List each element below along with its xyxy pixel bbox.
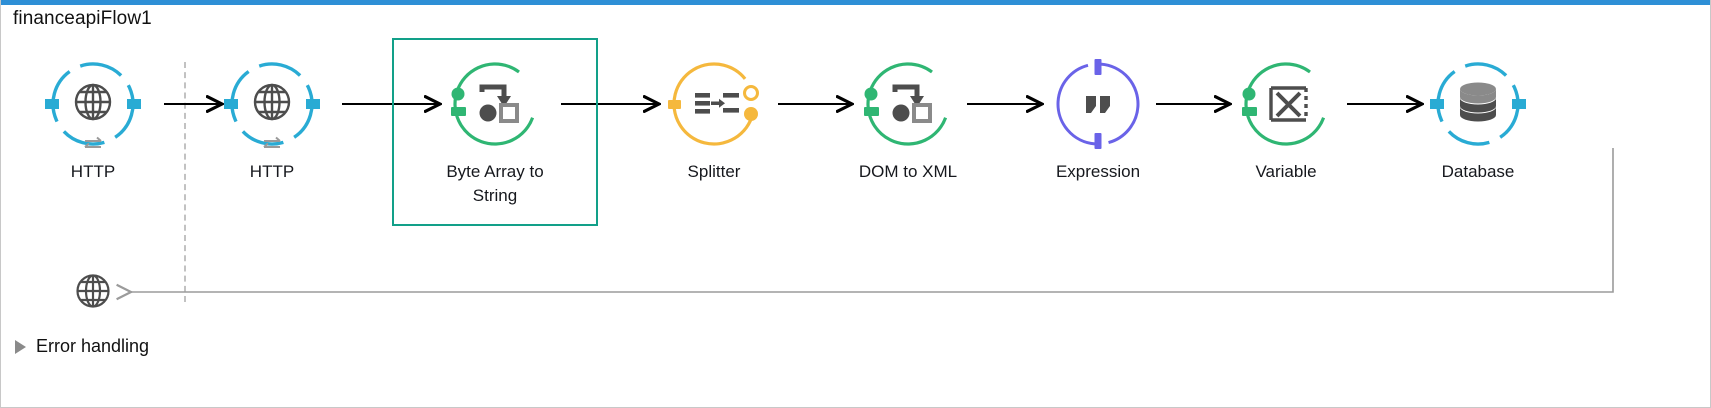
output-port xyxy=(306,99,320,109)
exchange-arrows-icon xyxy=(263,136,281,148)
input-port-secondary xyxy=(1242,107,1257,116)
input-port xyxy=(1430,99,1444,109)
http-source-ring xyxy=(45,62,141,148)
flow-title: financeapiFlow1 xyxy=(13,8,152,29)
dom-to-xml-ring xyxy=(864,62,950,146)
window-accent-bar xyxy=(1,0,1710,5)
node-label: Splitter xyxy=(687,162,741,181)
return-globe-icon[interactable] xyxy=(73,271,113,311)
exchange-arrows-icon xyxy=(84,136,102,148)
database-ring xyxy=(1430,62,1526,146)
variable-ring xyxy=(1242,62,1328,146)
node-variable[interactable]: Variable xyxy=(1211,56,1361,184)
node-label: HTTP xyxy=(70,162,116,181)
input-port xyxy=(1094,59,1102,75)
output-port-secondary xyxy=(743,85,759,101)
quotes-icon xyxy=(1086,96,1110,113)
node-label: Database xyxy=(1441,162,1515,181)
selected-node-outline[interactable] xyxy=(392,38,598,226)
output-port-primary xyxy=(744,107,758,121)
output-port xyxy=(127,99,141,109)
node-http-source[interactable]: HTTP xyxy=(18,56,168,184)
node-label: HTTP xyxy=(249,162,295,181)
input-port-secondary xyxy=(864,107,879,116)
globe-icon xyxy=(74,83,112,121)
node-label: Byte Array to String xyxy=(446,162,544,205)
node-label: Expression xyxy=(1055,162,1141,181)
splitter-icon xyxy=(695,93,739,114)
input-port-primary xyxy=(1242,87,1256,101)
http-request-ring xyxy=(224,62,320,148)
node-dom-to-xml[interactable]: DOM to XML xyxy=(833,56,983,184)
node-label: DOM to XML xyxy=(858,162,958,181)
variable-x-icon xyxy=(1269,86,1308,122)
expression-ring xyxy=(1056,59,1140,149)
input-port-primary xyxy=(451,87,465,101)
lane-divider xyxy=(184,62,186,302)
transform-icon xyxy=(479,84,519,123)
node-splitter[interactable]: Splitter xyxy=(639,56,789,184)
connector-return-path[interactable] xyxy=(131,148,1614,292)
node-byte-array-to-string[interactable]: Byte Array to String xyxy=(420,56,570,208)
byte-array-to-string-ring xyxy=(451,62,537,146)
input-port xyxy=(45,99,59,109)
input-port xyxy=(668,100,681,109)
caret-right-icon[interactable] xyxy=(15,339,26,354)
node-label: Variable xyxy=(1255,162,1317,181)
error-handling-section[interactable]: Error handling xyxy=(15,336,149,357)
output-port xyxy=(1512,99,1526,109)
input-port-primary xyxy=(864,87,878,101)
input-port xyxy=(224,99,238,109)
error-handling-label: Error handling xyxy=(36,336,150,356)
node-expression[interactable]: Expression xyxy=(1023,56,1173,184)
database-icon xyxy=(1460,82,1496,122)
output-port xyxy=(1094,133,1102,149)
transform-icon xyxy=(892,84,932,123)
input-port-secondary xyxy=(451,107,466,116)
node-http-request[interactable]: HTTP xyxy=(197,56,347,184)
globe-icon xyxy=(253,83,291,121)
node-database[interactable]: Database xyxy=(1403,56,1553,184)
splitter-ring xyxy=(668,62,759,146)
